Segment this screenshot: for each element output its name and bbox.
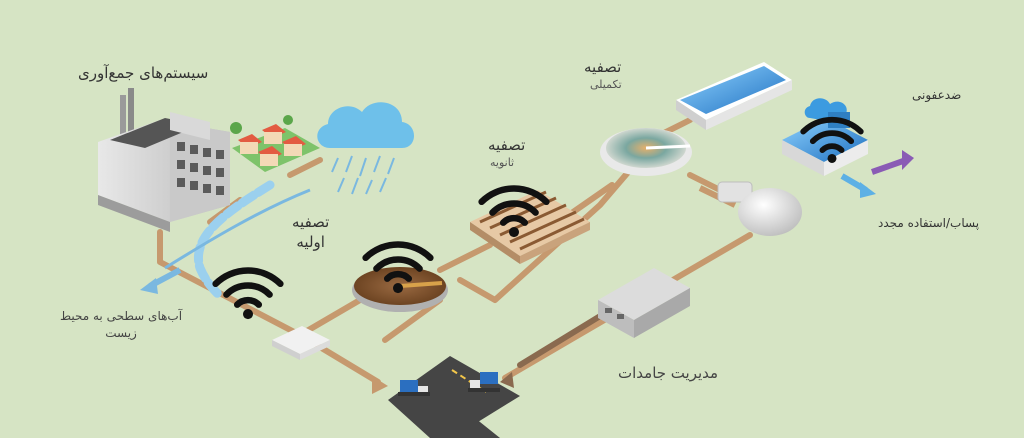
arrow-icon bbox=[140, 267, 182, 294]
solids-label: مدیریت جامدات bbox=[618, 364, 719, 382]
surface-water-label: آب‌های سطحی به محیط زیست bbox=[60, 309, 183, 340]
membrane-panel-icon bbox=[676, 62, 792, 130]
solids-pipe bbox=[517, 307, 613, 368]
cloud-rain-icon bbox=[317, 102, 414, 195]
tertiary-sub-label: تکمیلی bbox=[590, 78, 622, 91]
filter-bed-icon bbox=[470, 190, 590, 264]
reuse-label: پساب/استفاده مجدد bbox=[878, 216, 980, 230]
secondary-sub-label: ثانویه bbox=[490, 156, 515, 169]
screening-box-icon bbox=[272, 326, 330, 360]
dewatering-unit-icon bbox=[598, 268, 690, 338]
arrow-icon bbox=[372, 376, 388, 394]
disinfection-label: ضدعفونی bbox=[912, 88, 962, 102]
water-line bbox=[164, 188, 311, 270]
secondary-title-label: تصفیه bbox=[488, 136, 526, 154]
houses-icon bbox=[230, 115, 320, 172]
arrow-icon bbox=[840, 150, 914, 198]
tertiary-clarifier-icon bbox=[600, 128, 692, 176]
digester-icon bbox=[717, 181, 802, 236]
factory-icon bbox=[98, 88, 230, 232]
wifi-icon bbox=[216, 270, 281, 319]
uv-disinfection-icon bbox=[782, 98, 868, 176]
tertiary-title-label: تصفیه bbox=[584, 58, 622, 76]
water-channel bbox=[194, 180, 275, 301]
primary-label: تصفیه اولیه bbox=[292, 213, 330, 251]
truck-icon bbox=[468, 372, 500, 392]
road-icon bbox=[388, 356, 520, 438]
arrow-icon bbox=[500, 372, 514, 388]
truck-icon bbox=[398, 380, 430, 396]
collection-label: سیستم‌های جمع‌آوری bbox=[78, 64, 209, 82]
